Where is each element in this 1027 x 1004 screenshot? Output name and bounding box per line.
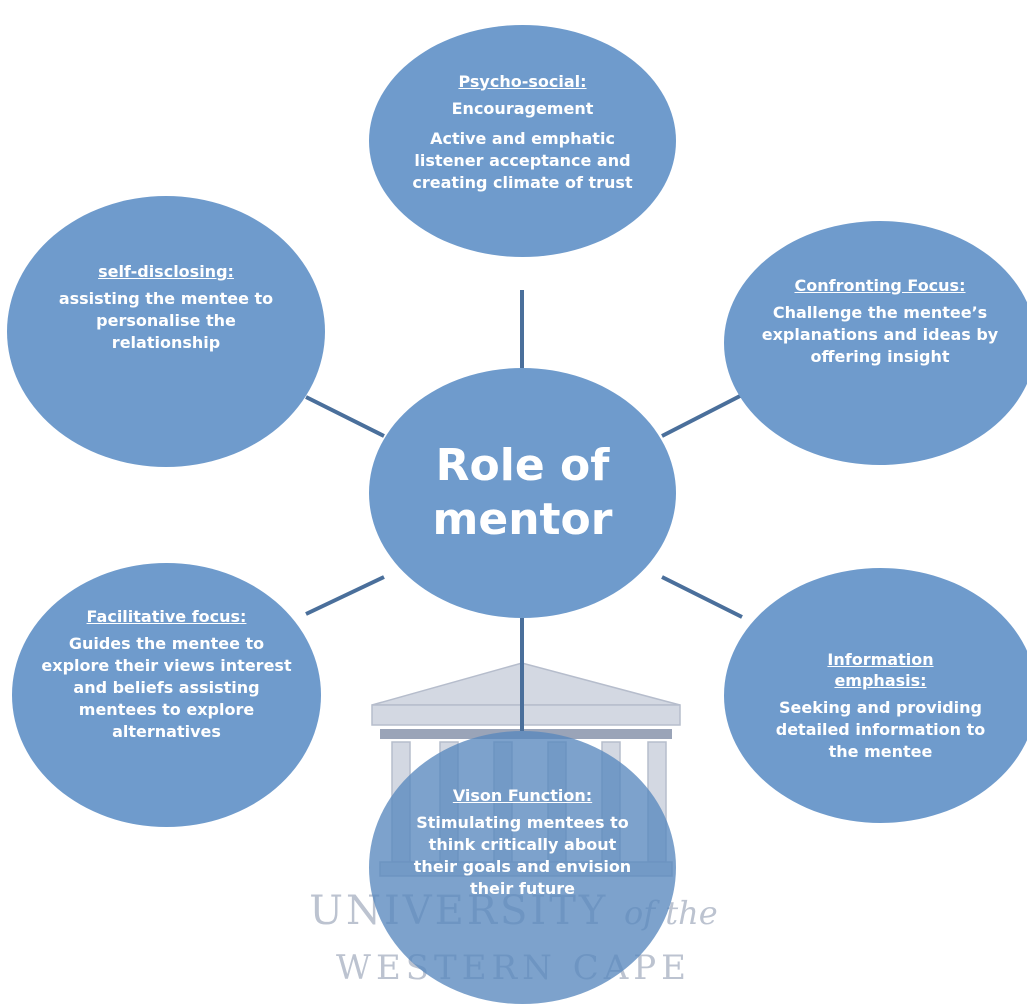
node-confronting-focus: Confronting Focus: Challenge the mentee’… <box>724 221 1027 465</box>
connector-confronting <box>661 393 743 438</box>
node-information-emphasis: Information emphasis: Seeking and provid… <box>724 568 1027 823</box>
node-self-disclosing: self-disclosing: assisting the mentee to… <box>7 196 325 467</box>
connector-facilitative <box>305 575 385 616</box>
node-center-role-of-mentor: Role of mentor <box>369 368 676 618</box>
node-heading: Vison Function: <box>452 786 593 805</box>
node-heading: Information emphasis: <box>827 649 934 690</box>
node-heading: Confronting Focus: <box>794 275 966 295</box>
node-body: assisting the mentee to personalise the … <box>58 289 274 352</box>
node-body: Seeking and providing detailed informati… <box>775 697 986 761</box>
node-item: Active and emphatic listener acceptance … <box>412 128 633 192</box>
connector-self-disclosing <box>305 395 385 438</box>
node-heading: self-disclosing: <box>98 262 234 281</box>
node-heading: Psycho-social: <box>458 71 587 91</box>
center-title-line2: mentor <box>432 494 613 545</box>
node-facilitative-focus: Facilitative focus: Guides the mentee to… <box>12 563 321 827</box>
node-heading: Facilitative focus: <box>86 606 247 626</box>
node-item: Encouragement <box>451 98 594 118</box>
node-body: Stimulating mentees to think critically … <box>413 813 632 898</box>
center-title-line1: Role of <box>435 440 610 491</box>
node-body: Guides the mentee to explore their views… <box>41 633 292 741</box>
node-vision-function: Vison Function: Stimulating mentees to t… <box>369 731 676 1004</box>
node-psycho-social: Psycho-social: Encouragement Active and … <box>369 25 676 257</box>
connector-information <box>661 575 743 619</box>
node-body: Challenge the mentee’s explanations and … <box>761 302 999 366</box>
